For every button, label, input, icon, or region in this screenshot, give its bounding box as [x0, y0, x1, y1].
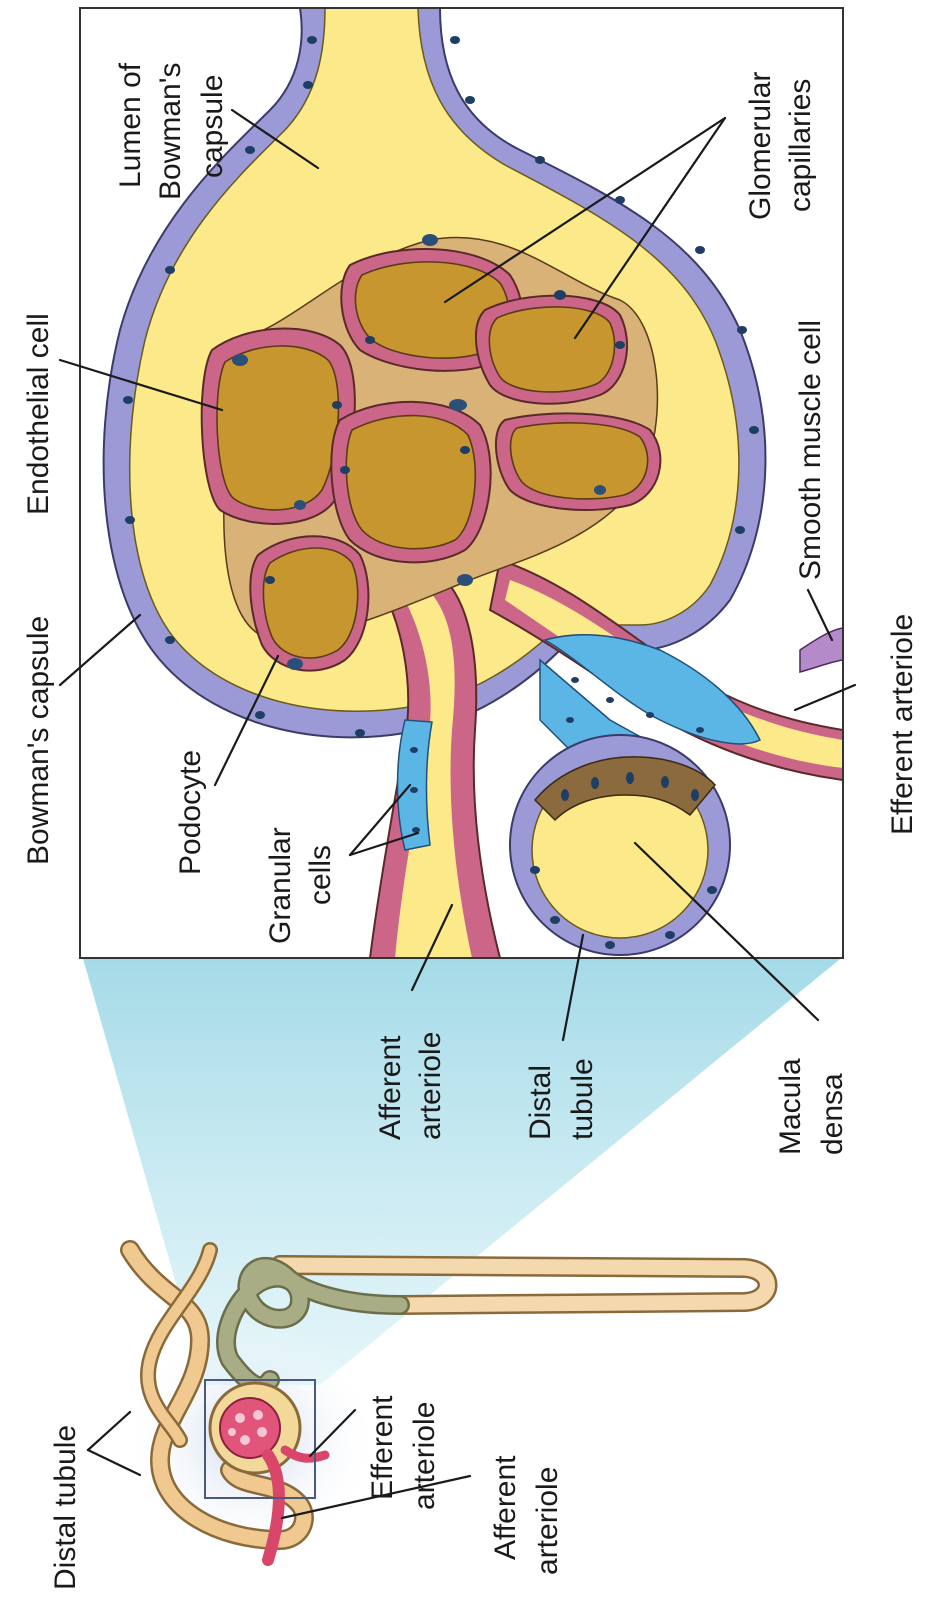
capillary-loop-6 — [250, 536, 368, 670]
label-distal-tubule-small: Distal tubule — [49, 1425, 82, 1590]
small-glomerulus — [220, 1398, 280, 1458]
label-lumen-line2: Bowman's — [154, 63, 187, 200]
label-glomerular-line1: Glomerular — [744, 72, 777, 220]
capillary-loop-1 — [202, 329, 355, 524]
label-afferent-line2: arteriole — [414, 1032, 447, 1140]
label-efferent-arteriole: Efferent arteriole — [886, 614, 919, 835]
label-lumen-line1: Lumen of — [114, 62, 147, 188]
label-efferent-small-line2: arteriole — [408, 1402, 441, 1510]
label-granular-line2: cells — [304, 845, 337, 905]
label-afferent-small-line1: Afferent — [489, 1455, 522, 1560]
capillary-loop-4 — [476, 290, 627, 404]
label-granular-line1: Granular — [264, 827, 297, 944]
label-distal-line1: Distal — [524, 1065, 557, 1140]
label-afferent-line1: Afferent — [374, 1035, 407, 1140]
label-podocyte: Podocyte — [174, 750, 207, 875]
label-efferent-small-line1: Efferent — [366, 1395, 399, 1500]
capillary-loop-5 — [496, 413, 660, 510]
label-lumen-line3: capsule — [196, 75, 229, 178]
label-macula-line2: densa — [816, 1073, 849, 1155]
granular-cells-afferent — [398, 720, 433, 850]
label-bowmans-capsule: Bowman's capsule — [22, 616, 55, 865]
label-afferent-small-line2: arteriole — [531, 1467, 564, 1575]
capillary-loop-3 — [331, 402, 490, 563]
label-glomerular-line2: capillaries — [784, 79, 817, 212]
distal-tubule-section — [510, 735, 730, 955]
label-endothelial-cell: Endothelial cell — [22, 313, 55, 515]
label-macula-line1: Macula — [774, 1058, 807, 1155]
label-smooth-muscle-cell: Smooth muscle cell — [794, 320, 827, 580]
label-distal-line2: tubule — [566, 1058, 599, 1140]
